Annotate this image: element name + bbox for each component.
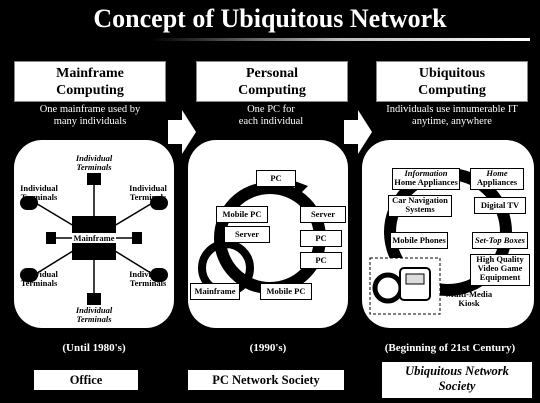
desc-personal: One PC for each individual: [196, 104, 346, 128]
society-pc-network: PC Network Society: [188, 370, 344, 390]
terminal-label-top-left: Individual Terminals: [14, 184, 64, 202]
terminal-label-top-left-line2: Terminals: [20, 192, 58, 202]
ubi-node-mobile-phones-line1: Mobile Phones: [392, 235, 446, 245]
terminal-label-top-left-line1: Individual: [20, 183, 58, 193]
terminal-label-bottom-line1: Individual: [75, 305, 113, 315]
header-ubiquitous-line2: Computing: [418, 83, 486, 98]
terminal-label-top-line1: Individual: [75, 153, 113, 163]
pc-node-mobile-pc: Mobile PC: [216, 206, 268, 223]
pc-node-pc-low: PC: [300, 252, 342, 269]
header-personal: Personal Computing: [196, 61, 348, 102]
terminal-label-bottom-right-line1: Individual: [129, 269, 167, 279]
terminal-label-top-right-line1: Individual: [129, 183, 167, 193]
desc-mainframe: One mainframe used by many individuals: [4, 104, 176, 128]
mainframe-label-text: Mainframe: [72, 233, 116, 243]
ubi-node-home-appliances-line1: Home: [486, 168, 508, 178]
page-title: Concept of Ubiquitous Network: [93, 4, 447, 33]
society-ubiquitous-network: Ubiquitous Network Society: [382, 362, 532, 398]
desc-personal-line1: One PC for: [247, 104, 295, 115]
era-mainframe: (Until 1980's): [62, 342, 126, 354]
pc-node-server-right: Server: [300, 206, 346, 223]
pc-diagram: PC Mobile PC Server Server PC PC Mainfra…: [188, 140, 348, 328]
arrow-right-icon: [344, 110, 372, 154]
ubi-node-info-appliances-line2: Home Appliances: [394, 177, 458, 187]
terminal-left: [46, 232, 56, 244]
pc-node-server-left: Server: [224, 226, 270, 243]
desc-mainframe-line2: many individuals: [53, 116, 127, 127]
society-ubiquitous-line1: Ubiquitous Network: [405, 364, 509, 378]
header-ubiquitous: Ubiquitous Computing: [376, 61, 528, 102]
terminal-label-bottom-right-line2: Terminals: [129, 278, 167, 288]
desc-ubiquitous-line2: anytime, anywhere: [412, 116, 492, 127]
ubi-node-video-game: High Quality Video Game Equipment: [470, 254, 530, 286]
title-underline: [150, 38, 530, 41]
ubi-node-info-appliances: Information Home Appliances: [392, 168, 460, 190]
terminal-bottom: [87, 293, 101, 305]
pc-node-pc-mid: PC: [300, 230, 342, 247]
pc-node-mainframe: Mainframe: [190, 283, 240, 300]
header-mainframe: Mainframe Computing: [14, 61, 166, 102]
ubi-node-video-game-line1: High Quality: [476, 254, 524, 264]
terminal-label-bottom-line2: Terminals: [76, 314, 112, 324]
desc-ubiquitous: Individuals use innumerable IT anytime, …: [366, 104, 538, 128]
era-ubiquitous: (Beginning of 21st Century): [384, 342, 516, 354]
terminal-label-bottom-right: Individual Terminals: [122, 270, 174, 288]
pc-node-mobile-pc-bottom: Mobile PC: [260, 283, 312, 300]
terminal-top: [87, 173, 101, 185]
era-personal: (1990's): [249, 342, 287, 354]
terminal-label-bottom-left: Individual Terminals: [14, 270, 64, 288]
ubi-node-car-navigation-line1: Car Navigation: [392, 195, 448, 205]
terminal-label-bottom-left-line2: Terminals: [20, 278, 58, 288]
arrow-right-icon: [168, 110, 196, 154]
ubi-node-car-navigation-line2: Systems: [405, 204, 435, 214]
mainframe-diagram: Mainframe Individual Terminals Individua…: [14, 140, 174, 328]
ubiquitous-diagram: Information Home Appliances Home Applian…: [362, 140, 534, 328]
society-ubiquitous-line2: Society: [438, 379, 476, 393]
desc-ubiquitous-line1: Individuals use innumerable IT: [386, 104, 518, 115]
terminal-bottom-left: [20, 268, 38, 282]
header-personal-line2: Computing: [238, 83, 306, 98]
mainframe-label: Mainframe: [59, 233, 129, 243]
ubi-node-video-game-line2: Video Game: [477, 263, 523, 273]
ubi-node-home-appliances-line2: Appliances: [476, 177, 518, 187]
pc-node-pc-top: PC: [256, 170, 296, 187]
terminal-right: [132, 232, 142, 244]
ubi-node-video-game-line3: Equipment: [479, 272, 521, 282]
terminal-label-top-line2: Terminals: [76, 162, 112, 172]
ubi-node-digital-tv: Digital TV: [474, 197, 526, 214]
society-office: Office: [34, 370, 138, 390]
header-personal-line1: Personal: [245, 66, 299, 81]
ubi-node-kiosk-line1: Multi-Media: [445, 289, 493, 299]
ubi-node-mobile-phones: Mobile Phones: [390, 232, 448, 249]
ubi-node-kiosk-line2: Kiosk: [458, 298, 480, 308]
header-mainframe-line1: Mainframe: [56, 66, 124, 81]
terminal-label-top-right-line2: Terminals: [129, 192, 167, 202]
terminal-label-bottom: Individual Terminals: [64, 306, 124, 324]
header-mainframe-line2: Computing: [56, 83, 124, 98]
header-ubiquitous-line1: Ubiquitous: [418, 66, 486, 81]
desc-mainframe-line1: One mainframe used by: [39, 104, 141, 115]
ubi-node-car-navigation: Car Navigation Systems: [388, 195, 452, 217]
ubi-node-digital-tv-line1: Digital TV: [480, 200, 520, 210]
desc-personal-line2: each individual: [238, 116, 304, 127]
terminal-top-left: [20, 196, 38, 210]
terminal-label-top: Individual Terminals: [64, 154, 124, 172]
terminal-bottom-right: [150, 268, 168, 282]
terminal-top-right: [150, 196, 168, 210]
ubi-node-home-appliances: Home Appliances: [470, 168, 524, 190]
ubi-node-kiosk: Multi-Media Kiosk: [444, 290, 494, 310]
terminal-label-bottom-left-line1: Individual: [20, 269, 58, 279]
ubi-node-set-top-boxes-line1: Set-Top Boxes: [475, 235, 525, 245]
ubi-node-set-top-boxes: Set-Top Boxes: [472, 232, 528, 249]
ubiquitous-network-ring: [369, 168, 512, 315]
terminal-label-top-right: Individual Terminals: [122, 184, 174, 202]
ubi-node-info-appliances-line1: Information: [404, 168, 448, 178]
